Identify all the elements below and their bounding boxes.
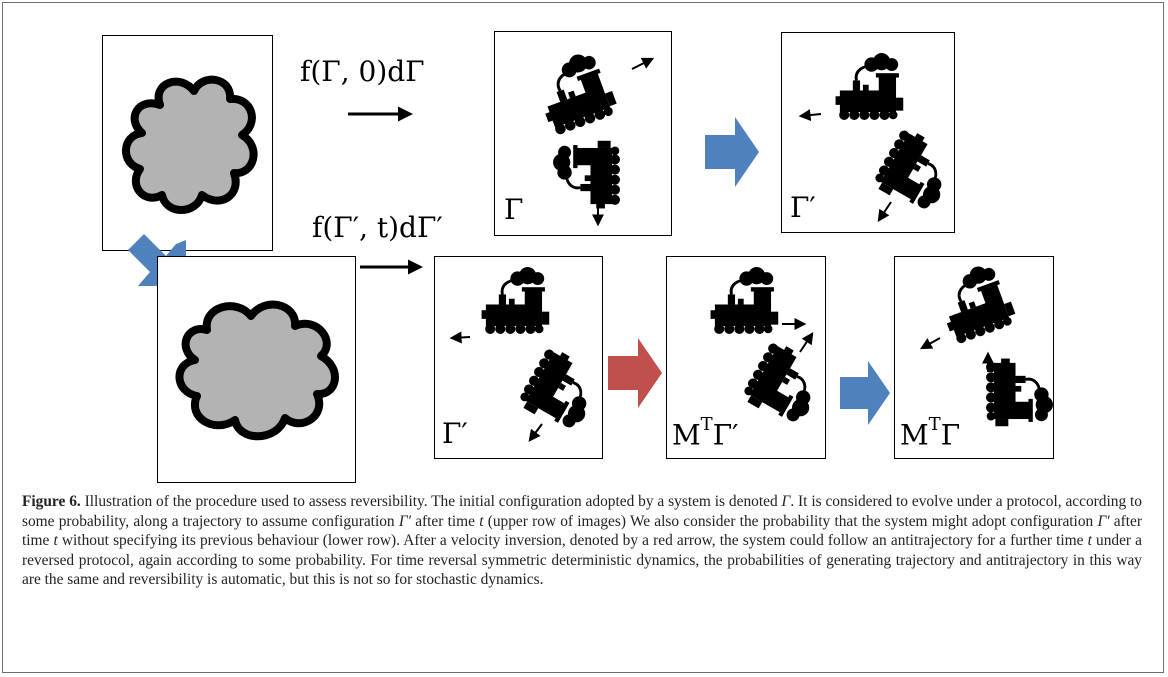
caption-s1: Illustration of the procedure used to as…: [84, 493, 782, 510]
panel-label-gamma: Γ: [504, 193, 524, 226]
panel-mt-gamma: [894, 256, 1054, 459]
mt-gamma-rest: Γ: [940, 418, 961, 452]
mt-gamma-prime-rest: Γ′: [712, 418, 739, 452]
blue-arrow-top: [705, 117, 759, 187]
cloud-shape-top: [122, 75, 258, 214]
math-label-final-probability: f(Γ′, t)dΓ′: [312, 211, 443, 244]
mt-gamma-m: M: [900, 418, 929, 452]
caption-sym3: Γ′: [1097, 512, 1110, 530]
panel-label-mt-gamma: MTΓ: [900, 416, 961, 452]
caption-s3: after time: [410, 512, 480, 530]
caption-t3: t: [1087, 532, 1092, 550]
red-arrow-velocity-inversion: [608, 338, 662, 408]
panel-mt-gamma-prime: [666, 256, 826, 459]
mt-gamma-prime-sup: T: [700, 414, 713, 435]
caption-sym1: Γ: [781, 493, 791, 510]
caption-sym2: Γ′: [398, 512, 411, 530]
figure-caption: Figure 6. Illustration of the procedure …: [22, 492, 1142, 590]
mt-gamma-prime-m: M: [672, 418, 701, 452]
caption-label: Figure 6.: [22, 493, 81, 510]
blue-arrow-bottom: [840, 361, 890, 425]
caption-s4: (upper row of images) We also consider t…: [483, 512, 1098, 530]
caption-s6: without specifying its previous behaviou…: [57, 532, 1088, 550]
mt-gamma-sup: T: [928, 414, 941, 435]
caption-s7: under a reversed protocol, again accordi…: [22, 532, 1143, 589]
math-label-initial-probability: f(Γ, 0)dΓ: [300, 55, 425, 88]
panel-label-gamma-prime-top: Γ′: [790, 191, 816, 224]
caption-s2: . It is considered to evolve under a pro…: [22, 493, 1142, 530]
trains-mt-gamma: [919, 258, 1055, 428]
trains-gamma-prime-bottom: [449, 265, 609, 442]
caption-t1: t: [479, 512, 484, 530]
cloud-shape-bottom: [175, 300, 339, 441]
caption-t2: t: [53, 532, 58, 550]
panel-label-mt-gamma-prime: MTΓ′: [672, 416, 739, 452]
trains-gamma: [528, 45, 655, 227]
panel-gamma-prime-bottom: [434, 256, 603, 459]
panel-label-gamma-prime-bottom: Γ′: [442, 417, 468, 450]
trains-mt-gamma-prime: [709, 265, 833, 433]
caption-s5: after time: [22, 512, 1142, 550]
trains-gamma-prime-top: [798, 51, 964, 222]
